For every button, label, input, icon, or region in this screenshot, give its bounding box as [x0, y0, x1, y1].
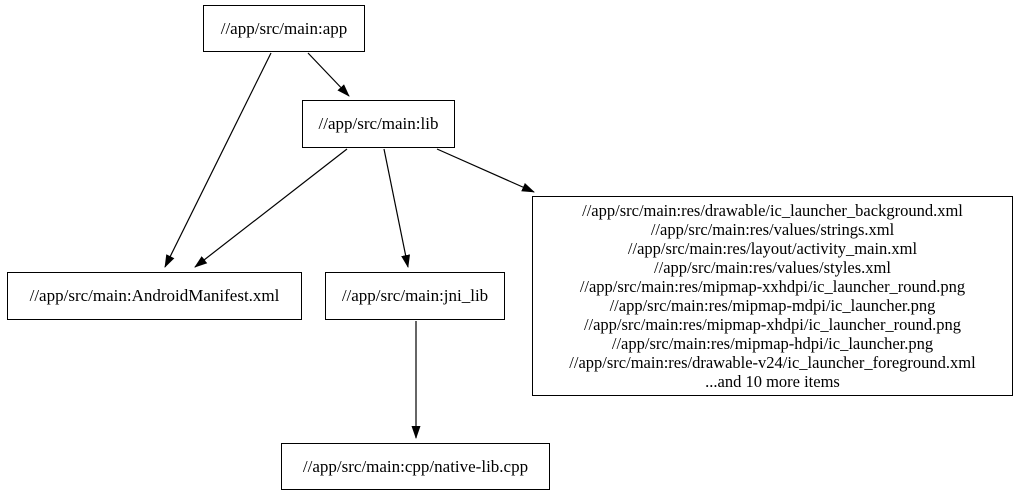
- node-lib-label: //app/src/main:lib: [318, 114, 439, 133]
- res-item: //app/src/main:res/mipmap-xhdpi/ic_launc…: [583, 315, 962, 334]
- node-app-label: //app/src/main:app: [220, 18, 348, 38]
- res-item: //app/src/main:res/values/strings.xml: [650, 220, 895, 239]
- res-item: //app/src/main:res/mipmap-hdpi/ic_launch…: [611, 334, 934, 353]
- res-item: //app/src/main:res/drawable/ic_launcher_…: [582, 201, 963, 220]
- node-res-group: //app/src/main:res/drawable/ic_launcher_…: [532, 196, 1013, 396]
- node-jni-lib-label: //app/src/main:jni_lib: [341, 286, 489, 305]
- edge-lib-to-androidmanifest: [194, 148, 348, 268]
- edge-lib-to-jni-lib: [383, 148, 411, 268]
- res-more-items: ...and 10 more items: [705, 372, 840, 391]
- res-item: //app/src/main:res/values/styles.xml: [654, 258, 891, 277]
- node-native-lib-cpp-label: //app/src/main:cpp/native-lib.cpp: [302, 456, 529, 476]
- res-item: //app/src/main:res/layout/activity_main.…: [627, 239, 918, 258]
- node-androidmanifest-label: //app/src/main:AndroidManifest.xml: [29, 286, 280, 305]
- res-item: //app/src/main:res/mipmap-mdpi/ic_launch…: [609, 296, 936, 315]
- node-native-lib-cpp: //app/src/main:cpp/native-lib.cpp: [281, 443, 550, 490]
- res-item: //app/src/main:res/mipmap-xxhdpi/ic_laun…: [579, 277, 966, 296]
- res-item: //app/src/main:res/drawable-v24/ic_launc…: [569, 353, 976, 372]
- node-lib: //app/src/main:lib: [302, 100, 455, 148]
- edge-lib-to-res-group: [436, 148, 535, 193]
- node-jni-lib: //app/src/main:jni_lib: [325, 272, 505, 320]
- edge-app-to-androidmanifest: [164, 52, 272, 268]
- edge-app-to-lib: [307, 52, 350, 97]
- node-androidmanifest: //app/src/main:AndroidManifest.xml: [7, 272, 302, 320]
- node-app: //app/src/main:app: [203, 5, 365, 52]
